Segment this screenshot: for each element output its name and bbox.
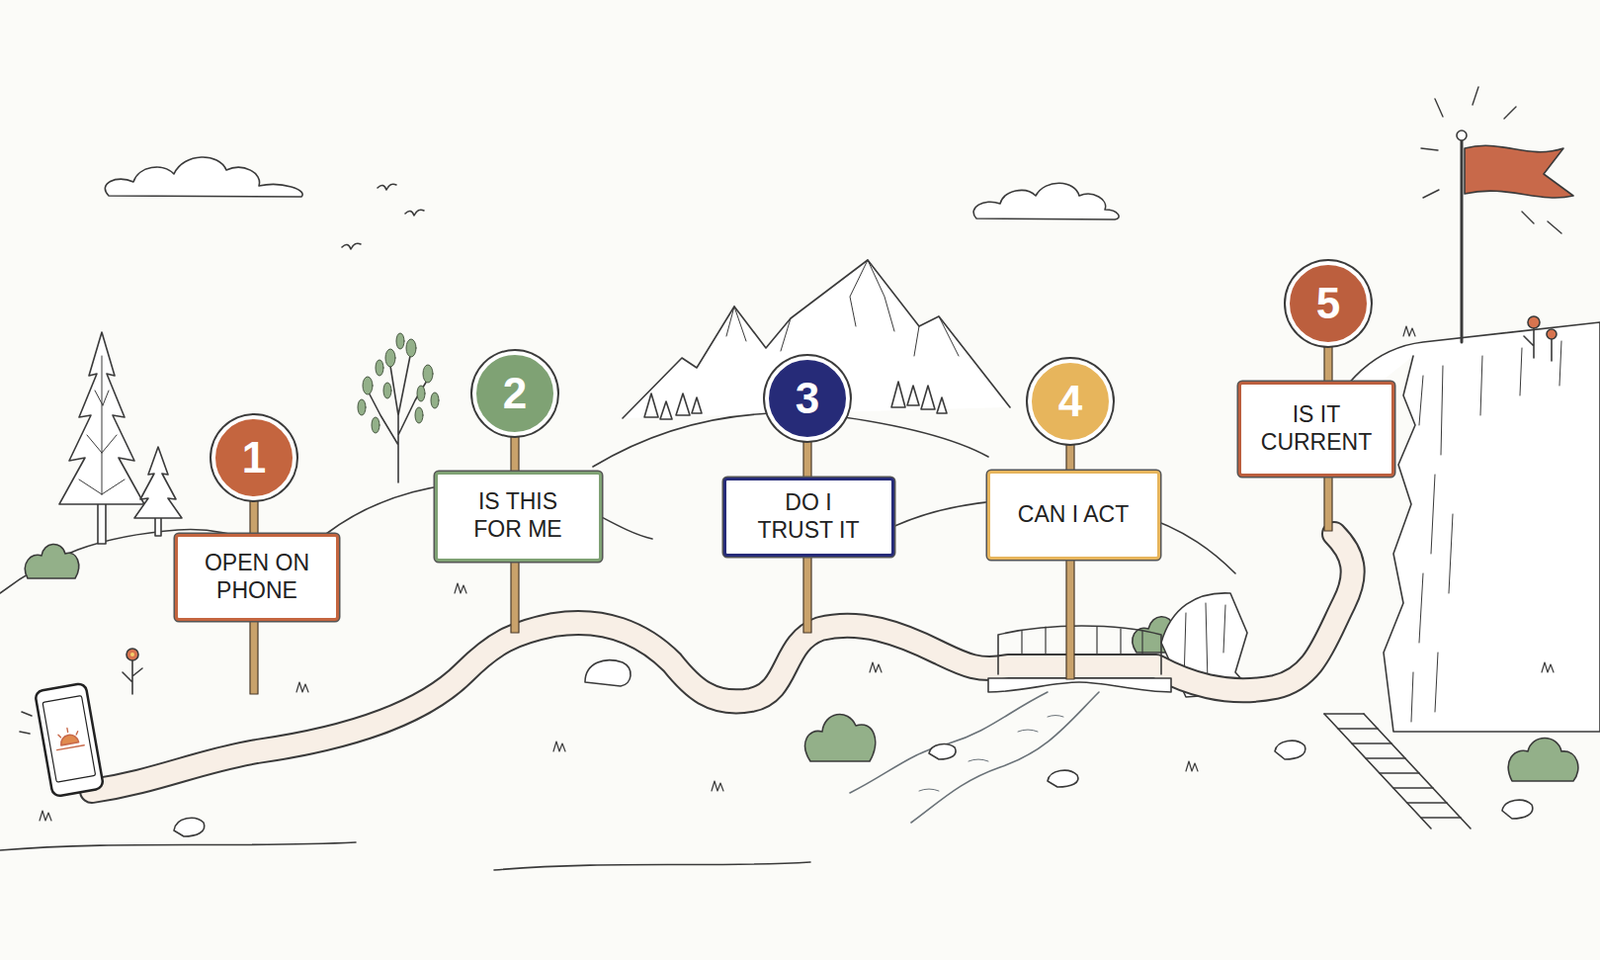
motion-lines	[19, 711, 32, 734]
step-label: IS THIS FOR ME	[458, 488, 578, 543]
winding-path	[91, 533, 1353, 791]
cliff	[1161, 322, 1600, 732]
bridge	[988, 625, 1172, 692]
cloud	[973, 182, 1119, 220]
pine-tree	[59, 332, 145, 544]
step-label: OPEN ON PHONE	[192, 549, 322, 604]
leafy-tree	[357, 333, 439, 483]
grass	[39, 326, 1554, 821]
step-label: IS IT CURRENT	[1257, 401, 1376, 456]
bush	[1508, 738, 1579, 782]
step-number: 2	[503, 371, 527, 416]
flower	[1523, 316, 1557, 361]
step-sign: OPEN ON PHONE	[174, 533, 339, 621]
mountain-hatch	[726, 259, 959, 356]
step-label: DO I TRUST IT	[749, 489, 868, 544]
step-number: 1	[242, 435, 266, 480]
flower	[122, 648, 143, 694]
rocks	[173, 660, 1533, 837]
step-number-circle: 5	[1285, 260, 1371, 346]
cloud	[104, 157, 303, 197]
step-number: 5	[1316, 281, 1341, 326]
step-number-circle: 1	[211, 415, 297, 501]
pine-tree	[134, 446, 182, 536]
step-number-circle: 4	[1027, 358, 1113, 444]
summit-flag	[1421, 86, 1574, 342]
phone-icon	[34, 682, 104, 797]
step-number-circle: 3	[764, 355, 850, 441]
bird	[377, 183, 397, 190]
step-sign: DO I TRUST IT	[723, 477, 895, 557]
step-number: 4	[1058, 379, 1083, 423]
bush	[805, 714, 876, 761]
step-sign: CAN I ACT	[987, 470, 1161, 560]
step-number-circle: 2	[472, 350, 558, 436]
step-sign: IS IT CURRENT	[1238, 381, 1395, 477]
bird	[405, 209, 424, 216]
stream	[849, 691, 1099, 823]
step-number: 3	[795, 376, 820, 421]
sign-posts	[250, 341, 1333, 694]
step-label: CAN I ACT	[1017, 501, 1129, 529]
ground-line	[0, 842, 811, 870]
step-sign: IS THIS FOR ME	[434, 471, 602, 562]
bush	[24, 543, 79, 579]
stairs	[1324, 713, 1471, 829]
bird	[341, 243, 361, 250]
